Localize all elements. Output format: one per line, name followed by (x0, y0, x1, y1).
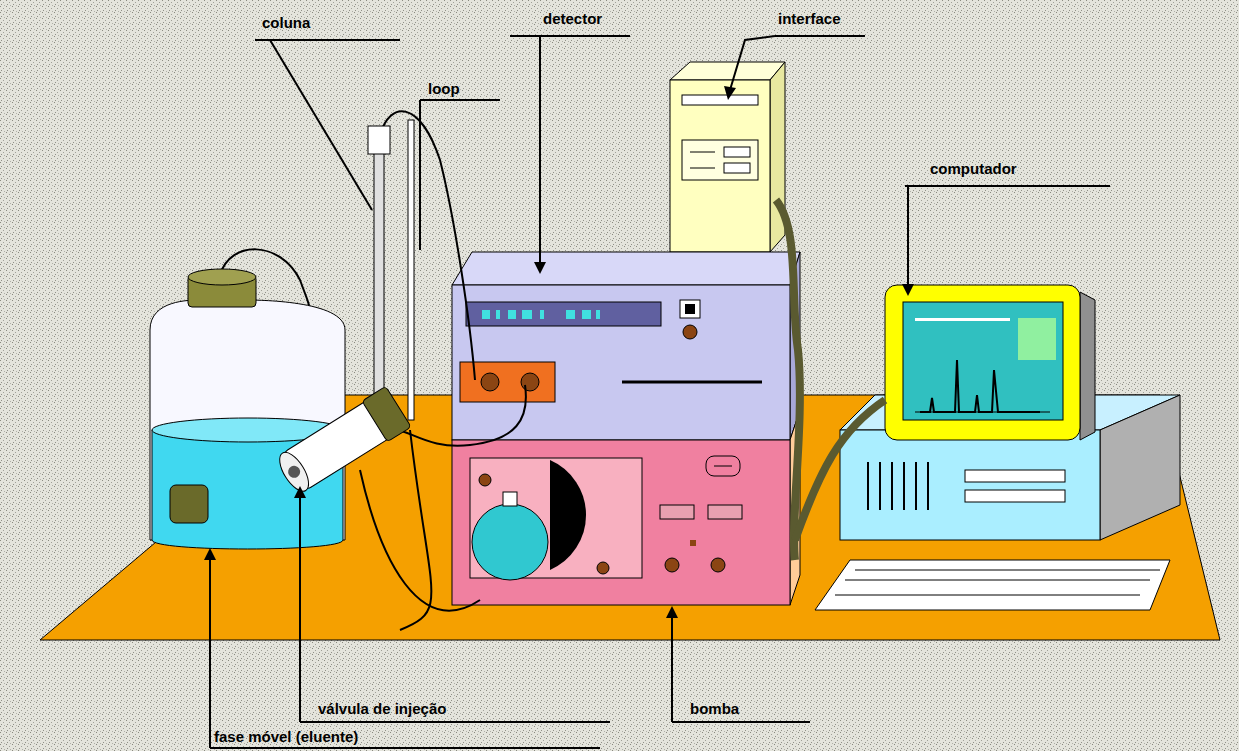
injection-valve (273, 386, 411, 497)
detector-unit (452, 252, 800, 440)
part-label: detector (543, 10, 602, 28)
solvent-bottle (150, 269, 345, 549)
part-label: coluna (262, 14, 310, 32)
column (368, 126, 390, 430)
computer-unit (815, 285, 1180, 610)
part-label: válvula de injeção (318, 700, 446, 718)
part-label: fase móvel (eluente) (214, 728, 358, 746)
arrow-head (204, 86, 914, 618)
part-label: bomba (690, 700, 739, 718)
interface-unit (670, 62, 785, 252)
leader-line (210, 36, 1110, 748)
pump-unit (452, 410, 800, 605)
part-label: interface (778, 10, 841, 28)
sample-loop (408, 120, 414, 420)
part-label: loop (428, 80, 460, 98)
part-label: computador (930, 160, 1017, 178)
cable (776, 200, 885, 560)
